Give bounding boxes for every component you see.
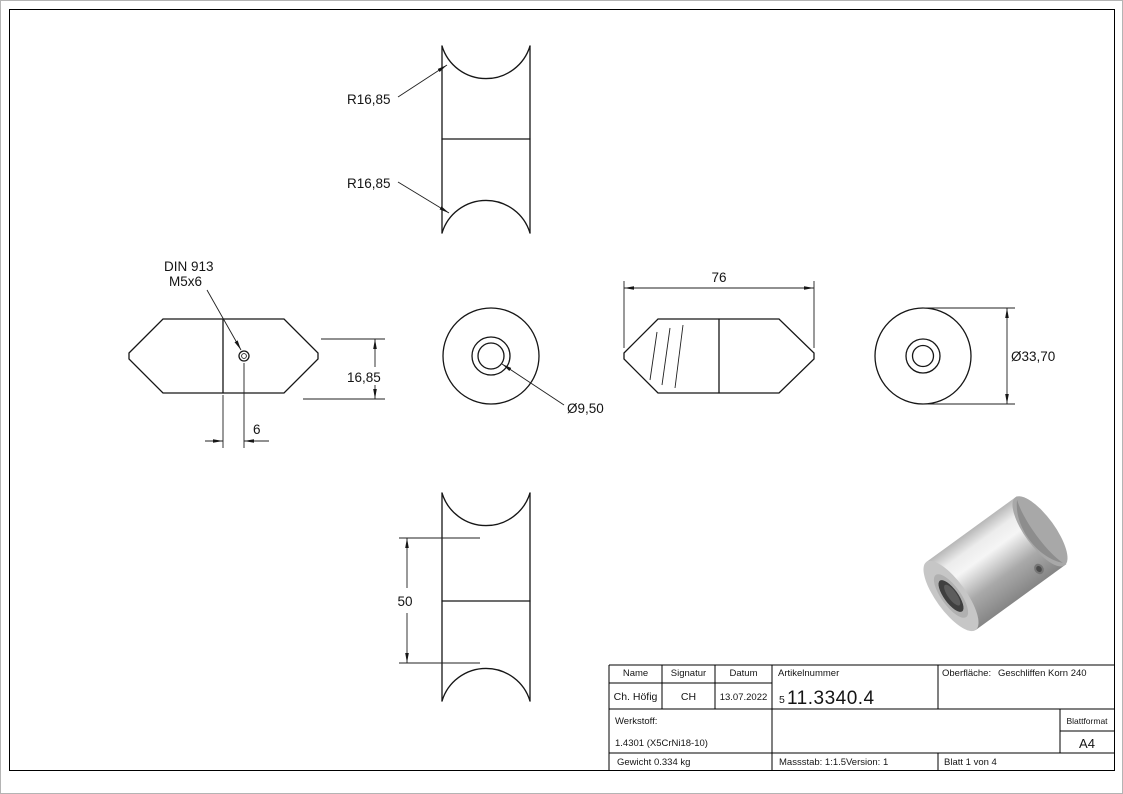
view-front-top: R16,85 R16,85: [347, 45, 531, 234]
view-circle-right: Ø33,70: [874, 307, 1055, 405]
tb-oberflaeche-value: Geschliffen Korn 240: [998, 668, 1087, 679]
tb-gewicht: Gewicht 0.334 kg: [617, 757, 690, 768]
tb-signatur-value: CH: [681, 691, 696, 703]
tb-artikelnummer-prefix: 5: [779, 694, 785, 706]
bore-circle: [477, 342, 505, 370]
tangency-line: [649, 331, 658, 381]
dim-label-hole-dia: Ø9,50: [567, 401, 604, 416]
dim-label-height: 50: [397, 594, 412, 609]
tb-header-artikelnummer: Artikelnummer: [778, 668, 839, 679]
tb-werkstoff-value: 1.4301 (X5CrNi18-10): [615, 738, 708, 749]
dim-label-radius-bottom: R16,85: [347, 176, 391, 191]
dim-label-radius-top: R16,85: [347, 92, 391, 107]
saddle-shadow: [1016, 499, 1063, 563]
outline: [128, 318, 319, 394]
outer-circle: [874, 307, 972, 405]
dim-label-din: DIN 913: [164, 259, 214, 274]
saddle-arc-top: [441, 492, 531, 527]
saddle-arc-bottom: [441, 667, 531, 702]
iso-part-body: [923, 496, 1068, 632]
leader-line: [206, 289, 242, 351]
tb-name-value: Ch. Höfig: [614, 691, 658, 703]
tb-datum-value: 13.07.2022: [720, 692, 768, 703]
dim-label-offset: 6: [253, 422, 261, 437]
view-side-left: DIN 913 M5x6 6 16,85: [128, 259, 385, 448]
tangency-line: [661, 327, 671, 386]
page-frame: [9, 9, 1115, 771]
leader-line: [501, 363, 565, 406]
bore-circle: [911, 344, 935, 368]
dim-label-thread: M5x6: [169, 274, 202, 289]
tangency-line: [674, 324, 684, 389]
outline: [623, 318, 815, 394]
tb-blatt: Blatt 1 von 4: [944, 757, 997, 768]
tb-massstab: Massstab: 1:1.5: [779, 757, 846, 768]
front-bore-inner: [944, 584, 961, 606]
dim-label-outer-dia: Ø33,70: [1011, 349, 1055, 364]
tb-werkstoff-label: Werkstoff:: [615, 716, 657, 727]
tb-header-datum: Datum: [730, 668, 758, 679]
chamfer-circle: [471, 336, 511, 376]
back-cap: [1012, 496, 1068, 567]
title-block: Name Signatur Datum Artikelnummer Oberfl…: [614, 668, 1109, 768]
saddle-arc-bottom: [441, 199, 531, 234]
tb-header-name: Name: [623, 668, 648, 679]
tb-oberflaeche-label: Oberfläche:: [942, 668, 991, 679]
dim-label-height-half: 16,85: [347, 370, 381, 385]
set-screw-hole-inner: [241, 353, 247, 359]
tb-artikelnummer-value: 11.3340.4: [787, 688, 875, 709]
set-screw-dot-inner: [1036, 565, 1042, 573]
tb-version: Version: 1: [846, 757, 888, 768]
view-circle-center: Ø9,50: [442, 307, 604, 416]
saddle-arc-top: [441, 45, 531, 80]
tb-blattformat-value: A4: [1079, 736, 1095, 751]
tb-header-signatur: Signatur: [671, 668, 706, 679]
tb-blattformat-label: Blattformat: [1066, 716, 1108, 726]
dim-label-length: 76: [711, 270, 726, 285]
title-block-grid: [608, 664, 1115, 771]
leader-line: [397, 64, 448, 98]
set-screw-hole: [238, 350, 250, 362]
leader-line: [397, 181, 450, 214]
outer-circle: [442, 307, 540, 405]
view-3d-iso: [923, 496, 1068, 632]
chamfer-circle: [905, 338, 941, 374]
view-side-right: 76: [623, 270, 815, 394]
view-front-bottom: 50: [397, 492, 531, 702]
